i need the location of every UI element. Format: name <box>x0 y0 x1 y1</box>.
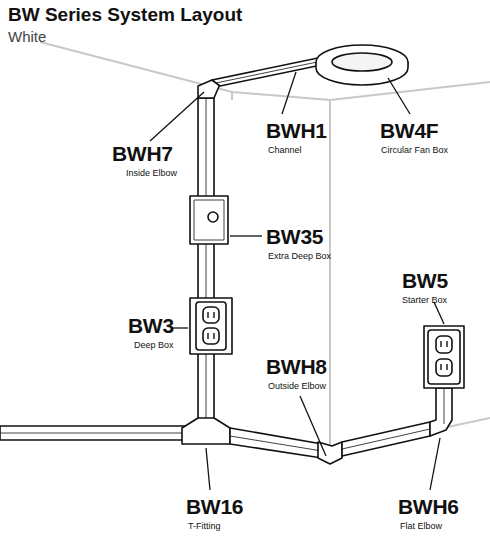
part-number: BW3 <box>128 315 174 337</box>
part-name: Inside Elbow <box>126 168 177 179</box>
part-name: Deep Box <box>134 340 174 351</box>
diagram-title: BW Series System Layout <box>8 4 242 26</box>
part-name: Circular Fan Box <box>381 145 448 156</box>
part-number: BW5 <box>402 270 448 292</box>
deep-box <box>190 298 232 354</box>
room-outline <box>0 42 490 452</box>
part-name: Channel <box>268 145 302 156</box>
part-name: Outside Elbow <box>268 381 326 392</box>
part-number: BWH6 <box>398 496 459 518</box>
part-number: BW16 <box>186 496 243 518</box>
part-number: BW35 <box>266 226 323 248</box>
baseboard-channel <box>0 426 188 440</box>
part-number: BWH8 <box>266 356 327 378</box>
part-number: BWH1 <box>266 120 327 142</box>
color-subtitle: White <box>8 28 46 45</box>
flat-elbow <box>430 388 452 436</box>
ceiling-channel <box>212 58 326 86</box>
leader-lines <box>150 72 444 490</box>
t-fitting <box>182 418 230 444</box>
extra-deep-box <box>190 196 228 244</box>
part-name: T-Fitting <box>188 521 221 532</box>
part-number: BW4F <box>380 120 438 142</box>
part-name: Extra Deep Box <box>268 251 331 262</box>
part-number: BWH7 <box>112 143 173 165</box>
part-name: Flat Elbow <box>400 521 442 532</box>
starter-box <box>424 326 464 388</box>
vertical-channel <box>198 98 214 423</box>
part-name: Starter Box <box>402 295 447 306</box>
